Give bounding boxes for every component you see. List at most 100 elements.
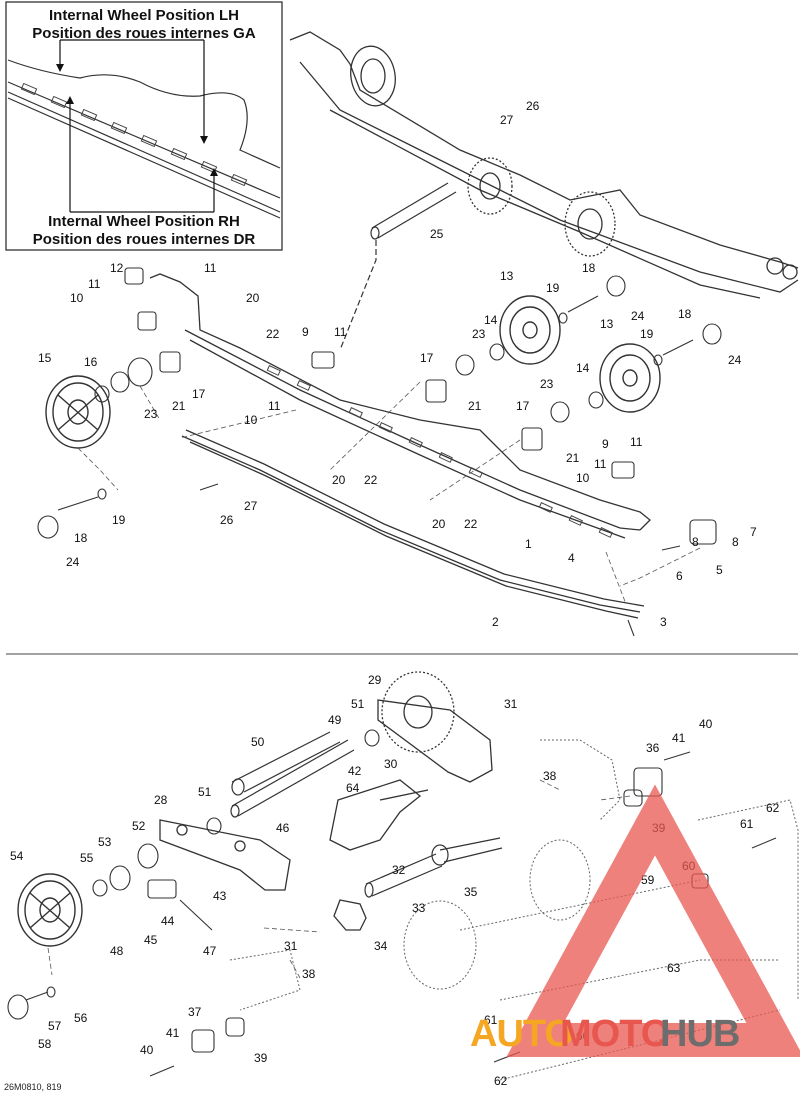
- inset-arrowheads: [56, 64, 218, 176]
- top-callout-9: 9: [302, 325, 309, 339]
- top-callout-10: 10: [244, 413, 258, 427]
- top-callout-19: 19: [640, 327, 654, 341]
- bottom-callout-59: 59: [641, 873, 655, 887]
- inset-label-lh-line1: Internal Wheel Position LH: [48, 7, 239, 24]
- bottom-callout-41: 41: [166, 1026, 180, 1040]
- inset-pointer-lines: [59, 39, 215, 213]
- bottom-callout-53: 53: [98, 835, 112, 849]
- top-callout-4: 4: [568, 551, 575, 565]
- watermark-text-moto: MOTO: [560, 1013, 670, 1055]
- small-parts-top: [37, 267, 722, 637]
- bottom-callout-52: 52: [132, 819, 146, 833]
- slide-frame-slots: [266, 364, 613, 538]
- bottom-callout-38: 38: [543, 769, 557, 783]
- bottom-callout-58: 58: [38, 1037, 52, 1051]
- top-callout-10: 10: [70, 291, 84, 305]
- bottom-callout-37: 37: [188, 1005, 202, 1019]
- shaft-25: [339, 182, 457, 351]
- inset-label-rh-line2: Position des roues internes DR: [32, 231, 256, 248]
- bottom-callout-62: 62: [766, 801, 780, 815]
- top-callout-17: 17: [420, 351, 434, 365]
- top-callout-18: 18: [582, 261, 596, 275]
- bottom-callout-30: 30: [384, 757, 398, 771]
- wheel-13-lower: [599, 343, 661, 413]
- wheel-13-upper: [499, 295, 561, 365]
- bottom-callout-56: 56: [74, 1011, 88, 1025]
- top-callout-12: 12: [110, 261, 124, 275]
- wheel-54: [17, 873, 83, 947]
- bottom-callout-54: 54: [10, 849, 24, 863]
- top-callout-5: 5: [716, 563, 723, 577]
- top-callout-27: 27: [500, 113, 514, 127]
- top-callout-24: 24: [631, 309, 645, 323]
- bottom-callout-49: 49: [328, 713, 342, 727]
- bottom-callout-35: 35: [464, 885, 478, 899]
- top-callout-22: 22: [464, 517, 478, 531]
- top-callout-22: 22: [364, 473, 378, 487]
- top-callout-8: 8: [692, 535, 699, 549]
- top-callout-16: 16: [84, 355, 98, 369]
- arm-30: [329, 779, 429, 851]
- top-callout-11: 11: [88, 277, 101, 291]
- shafts-49-50: [230, 731, 355, 818]
- top-callout-6: 6: [676, 569, 683, 583]
- bottom-callout-34: 34: [374, 939, 388, 953]
- top-callout-17: 17: [192, 387, 206, 401]
- bottom-callout-41: 41: [672, 731, 686, 745]
- top-callout-18: 18: [74, 531, 88, 545]
- top-callout-1: 1: [525, 537, 532, 551]
- bottom-callout-31: 31: [504, 697, 518, 711]
- top-callout-20: 20: [246, 291, 260, 305]
- bottom-callout-57: 57: [48, 1019, 62, 1033]
- bottom-callout-46: 46: [276, 821, 290, 835]
- top-callout-14: 14: [576, 361, 590, 375]
- bottom-callout-29: 29: [368, 673, 382, 687]
- bottom-callout-44: 44: [161, 914, 175, 928]
- bottom-callout-50: 50: [251, 735, 265, 749]
- wheel-15: [45, 375, 111, 449]
- bottom-callout-61: 61: [484, 1013, 498, 1027]
- bottom-callout-28: 28: [154, 793, 168, 807]
- bottom-callout-51: 51: [351, 697, 365, 711]
- top-callout-11: 11: [630, 435, 643, 449]
- watermark-text-hub: HUB: [660, 1013, 740, 1055]
- top-callout-23: 23: [144, 407, 158, 421]
- top-callout-24: 24: [66, 555, 80, 569]
- shaft-33-35: [364, 837, 503, 898]
- arm-29: [377, 671, 493, 783]
- inset-label-lh-line2: Position des roues internes GA: [32, 25, 256, 42]
- watermark-text-auto: AUTO: [470, 1013, 574, 1055]
- top-callout-2: 2: [492, 615, 499, 629]
- bottom-callout-45: 45: [144, 933, 158, 947]
- top-callout-21: 21: [566, 451, 580, 465]
- top-callout-11: 11: [594, 457, 607, 471]
- bottom-callout-55: 55: [80, 851, 94, 865]
- bottom-callout-33: 33: [412, 901, 426, 915]
- top-callout-26: 26: [220, 513, 234, 527]
- bottom-callout-61: 61: [740, 817, 754, 831]
- top-callout-9: 9: [602, 437, 609, 451]
- inset-frame: [5, 1, 283, 251]
- leader-lines-bottom: [47, 779, 631, 979]
- top-callout-26: 26: [526, 99, 540, 113]
- inset-slots: [20, 82, 248, 187]
- rail-assembly-overview: [289, 31, 799, 299]
- inset-rail: [7, 59, 281, 219]
- bottom-callout-48: 48: [110, 944, 124, 958]
- top-callout-19: 19: [112, 513, 126, 527]
- top-callout-11: 11: [268, 399, 281, 413]
- bottom-callout-62: 62: [494, 1074, 508, 1088]
- top-callout-21: 21: [468, 399, 482, 413]
- top-callout-3: 3: [660, 615, 667, 629]
- top-callout-17: 17: [516, 399, 530, 413]
- slide-frame-1: [149, 273, 651, 539]
- top-callout-10: 10: [576, 471, 590, 485]
- bottom-callout-31: 31: [284, 939, 298, 953]
- bottom-callout-47: 47: [203, 944, 217, 958]
- top-callout-13: 13: [600, 317, 614, 331]
- top-callout-23: 23: [472, 327, 486, 341]
- top-callout-21: 21: [172, 399, 186, 413]
- top-callout-18: 18: [678, 307, 692, 321]
